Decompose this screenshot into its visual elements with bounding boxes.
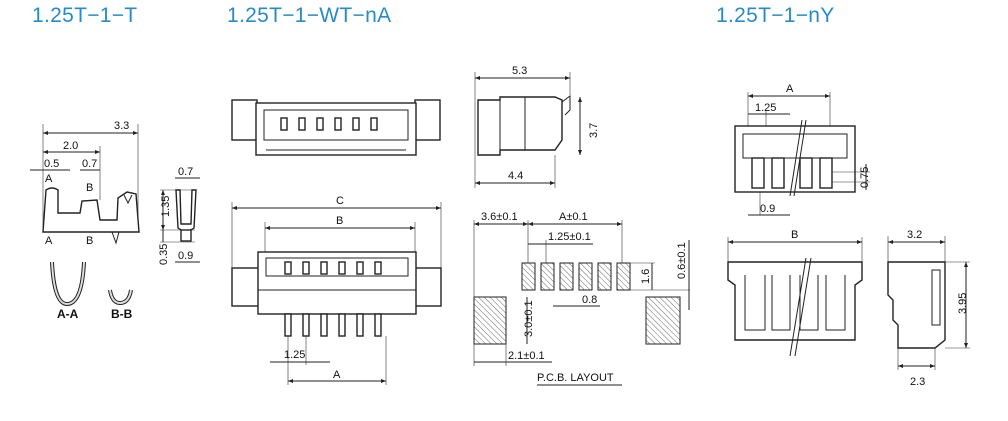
housing-side-base: 2.3 [910,376,925,388]
pcb-span: A±0.1 [559,211,588,223]
wafer-drawing: C B 1.25 A [231,65,600,385]
pcb-mount-width: 2.1±0.1 [508,350,545,362]
housing-top-slots [751,157,833,189]
pcb-mount-height: 3.0±0.1 [523,300,535,337]
dim-mid: 2.0 [63,140,78,152]
wafer-pitch: 1.25 [284,349,305,361]
wafer-dim-b: B [336,215,343,227]
housing-front-cavities [744,275,846,331]
housing-pitch: 1.25 [755,102,776,114]
pcb-pitch: 1.25±0.1 [548,231,591,243]
title-housing: 1.25T−1−nY [716,4,835,27]
housing-dim-a: A [786,83,794,95]
terminal-drawing: 3.3 2.0 0.5 0.7 A B A B 1.35 0.35 0.7 0.… [30,120,200,321]
pcb-pad-height: 1.6 [640,269,652,284]
section-aa-label: A-A [57,307,79,321]
dim-overall: 3.3 [114,120,129,132]
housing-dim-075: 0.75 [859,167,871,188]
side-height: 1.35 [160,196,172,217]
title-wafer: 1.25T−1−WT−nA [227,4,392,27]
housing-drawing: A 1.25 0.75 0.9 B [727,83,970,388]
side-tail: 0.35 [158,244,170,265]
wafer-side-width: 5.3 [512,65,527,77]
signal-pads [521,262,631,291]
title-terminal: 1.25T−1−T [32,4,138,27]
housing-side-height: 3.95 [957,293,969,314]
mark-a-top: A [45,173,53,185]
mount-pad-left [473,296,507,345]
dim-b: 0.7 [82,158,97,170]
housing-dim-09: 0.9 [760,203,775,215]
wafer-top-pins [280,117,378,131]
mark-a-bottom: A [45,235,53,247]
wafer-side-height: 3.7 [588,123,600,138]
pcb-offset: 0.6±0.1 [676,242,688,279]
pcb-edge: 3.6±0.1 [481,211,518,223]
mark-b-top: B [86,182,93,194]
mount-pad-right [645,296,681,345]
housing-side-width: 3.2 [907,229,922,241]
dim-a: 0.5 [44,158,59,170]
wafer-dim-a: A [333,369,341,381]
section-bb-label: B-B [111,307,133,321]
mark-b-bottom: B [86,235,93,247]
side-base: 0.9 [178,250,193,262]
wafer-front-pins [284,261,382,337]
pcb-layout: 3.6±0.1 A±0.1 1.25±0.1 1.6 0.6±0.1 0.8 3… [473,211,690,386]
side-width: 0.7 [178,166,193,178]
wafer-dim-c: C [336,195,344,207]
wafer-side-depth: 4.4 [508,170,523,182]
pcb-caption: P.C.B. LAYOUT [537,372,614,384]
housing-dim-b: B [791,229,798,241]
pcb-pad-width: 0.8 [582,294,597,306]
